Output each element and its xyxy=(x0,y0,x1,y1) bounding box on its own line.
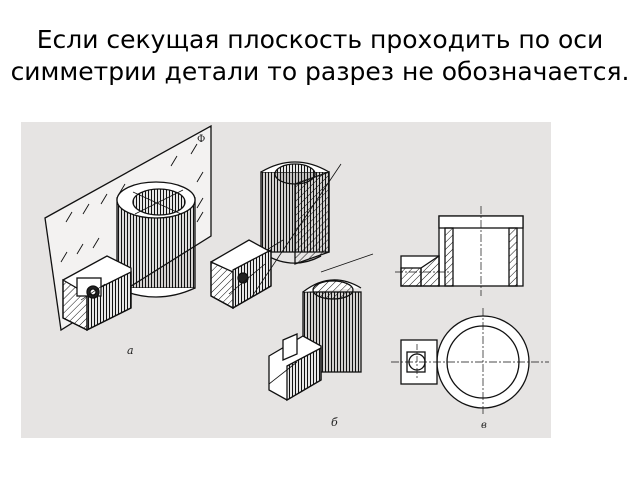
label-plane: Ф xyxy=(197,134,205,145)
technical-drawing-figure: а Ф б xyxy=(21,122,551,438)
drawing-c-front-view xyxy=(395,206,524,296)
drawing-b-upper xyxy=(210,161,342,310)
drawing-svg: а Ф б xyxy=(44,124,549,431)
label-b: б xyxy=(331,416,338,429)
slide-title-line-2: симметрии детали то разрез не обозначает… xyxy=(10,57,630,86)
label-a: а xyxy=(127,344,134,357)
drawing-c-top-view: в xyxy=(391,308,549,431)
drawing-a: а Ф xyxy=(44,124,212,357)
label-c: в xyxy=(481,420,487,431)
drawing-b-lower: б xyxy=(268,253,374,429)
slide-title: Если секущая плоскость проходить по оси … xyxy=(0,24,640,88)
slide-title-line-1: Если секущая плоскость проходить по оси xyxy=(36,25,604,54)
